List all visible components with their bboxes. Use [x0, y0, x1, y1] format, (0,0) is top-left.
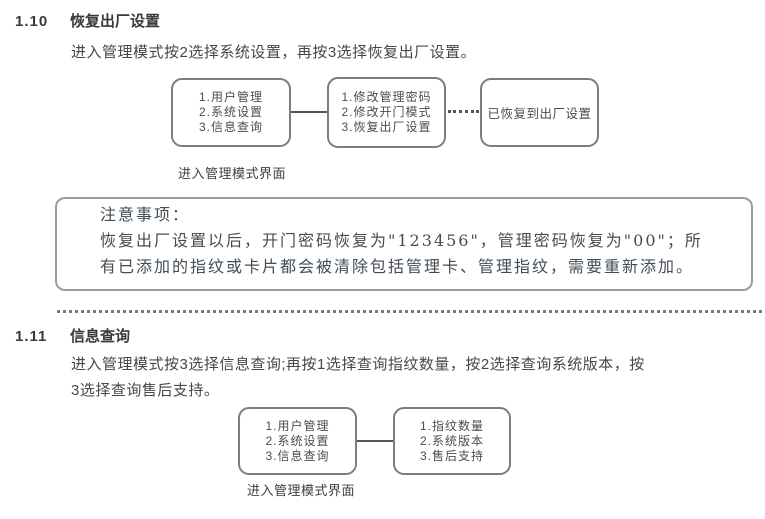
- connector-solid-2: [357, 440, 393, 442]
- diagram-2-caption: 进入管理模式界面: [247, 483, 356, 498]
- flow-box-lines: 1.用户管理 2.系统设置 3.信息查询: [265, 419, 329, 464]
- connector-solid: [291, 111, 327, 113]
- flow-box-admin-menu-2: 1.用户管理 2.系统设置 3.信息查询: [238, 407, 357, 475]
- section-title: 信息查询: [70, 328, 131, 345]
- flow-box-result: 已恢复到出厂设置: [480, 78, 599, 147]
- system-line-1: 1.修改管理密码: [341, 90, 432, 104]
- section-number: 1.11: [15, 328, 48, 345]
- section-title: 恢复出厂设置: [70, 13, 161, 30]
- flow-box-info-query: 1.指纹数量 2.系统版本 3.售后支持: [393, 407, 511, 475]
- result-label: 已恢复到出厂设置: [487, 107, 592, 121]
- menu-line-1: 1.用户管理: [198, 90, 263, 104]
- flow-box-lines: 1.修改管理密码 2.修改开门模式 3.恢复出厂设置: [341, 90, 431, 135]
- info-line-2: 2.系统版本: [419, 433, 484, 448]
- paragraph-line-2: 3选择查询售后支持。: [71, 382, 220, 399]
- flow-box-admin-menu: 1.用户管理 2.系统设置 3.信息查询: [171, 78, 291, 147]
- flow-box-system-settings: 1.修改管理密码 2.修改开门模式 3.恢复出厂设置: [327, 77, 446, 148]
- menu2-line-3: 3.信息查询: [265, 448, 330, 463]
- note-line-2: 有已添加的指纹或卡片都会被清除包括管理卡、管理指纹，需要重新添加。: [100, 257, 695, 276]
- paragraph-line: 进入管理模式按2选择系统设置，再按3选择恢复出厂设置。: [71, 44, 477, 61]
- info-line-1: 1.指纹数量: [419, 418, 484, 433]
- section-number: 1.10: [15, 13, 49, 30]
- flow-box-lines: 1.指纹数量 2.系统版本 3.售后支持: [420, 419, 484, 464]
- menu2-line-1: 1.用户管理: [265, 418, 330, 433]
- note-text: 注意事项： 恢复出厂设置以后，开门密码恢复为"123456"，管理密码恢复为"0…: [100, 202, 703, 280]
- note-box: 注意事项： 恢复出厂设置以后，开门密码恢复为"123456"，管理密码恢复为"0…: [55, 197, 753, 291]
- section-heading-1-10: 1.10 恢复出厂设置: [15, 10, 160, 31]
- paragraph-line-1: 进入管理模式按3选择信息查询;再按1选择查询指纹数量，按2选择查询系统版本，按: [71, 356, 645, 373]
- menu2-line-2: 2.系统设置: [265, 433, 330, 448]
- dotted-divider: [57, 310, 762, 313]
- info-line-3: 3.售后支持: [419, 448, 484, 463]
- note-title: 注意事项：: [100, 205, 191, 224]
- section-heading-1-11: 1.11 信息查询: [15, 325, 130, 346]
- menu-line-3: 3.信息查询: [198, 120, 263, 134]
- flow-box-lines: 1.用户管理 2.系统设置 3.信息查询: [199, 90, 263, 135]
- system-line-3: 3.恢复出厂设置: [341, 120, 432, 134]
- system-line-2: 2.修改开门模式: [341, 105, 432, 119]
- section-1-10-paragraph: 进入管理模式按2选择系统设置，再按3选择恢复出厂设置。: [71, 40, 476, 66]
- connector-dotted: [448, 110, 479, 113]
- section-1-11-paragraph: 进入管理模式按3选择信息查询;再按1选择查询指纹数量，按2选择查询系统版本，按 …: [71, 352, 645, 404]
- note-line-1: 恢复出厂设置以后，开门密码恢复为"123456"，管理密码恢复为"00"；所: [100, 231, 703, 250]
- diagram-1-caption: 进入管理模式界面: [178, 166, 287, 181]
- menu-line-2: 2.系统设置: [198, 105, 263, 119]
